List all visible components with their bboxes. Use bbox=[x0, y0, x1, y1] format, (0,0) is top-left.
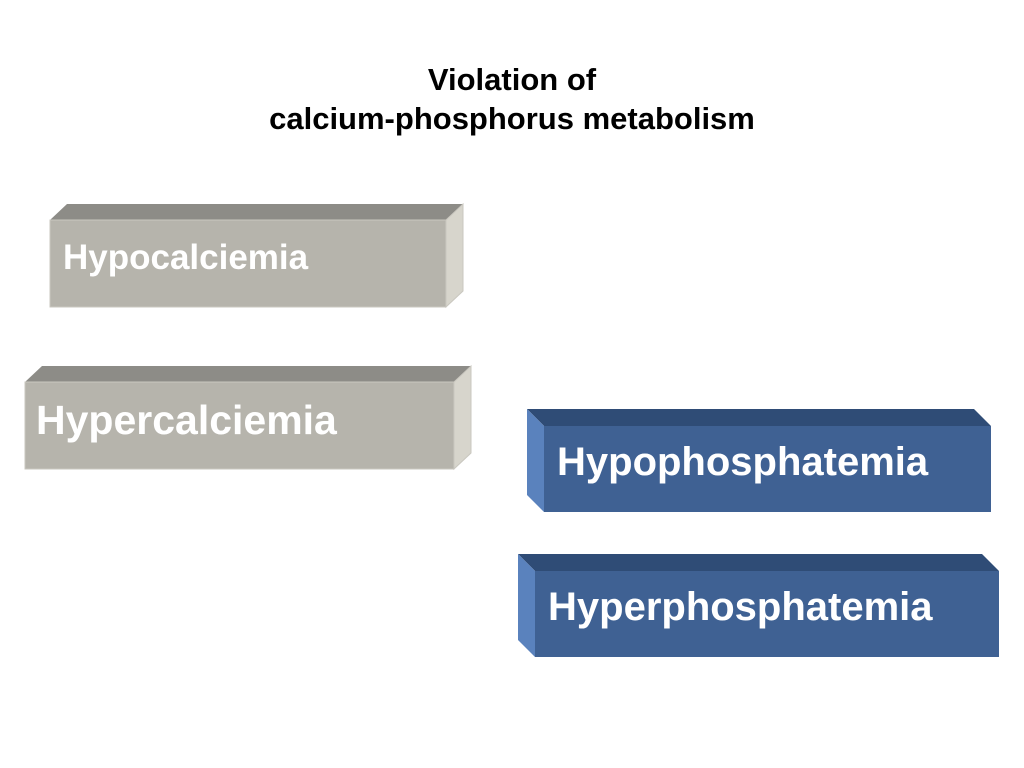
hypercalciemia-label: Hypercalciemia bbox=[36, 397, 337, 443]
hypocalciemia-block-shape bbox=[49, 202, 464, 309]
block-top-face bbox=[518, 554, 999, 571]
hyperphosphatemia-block-shape bbox=[518, 554, 999, 657]
block-top-face bbox=[527, 409, 991, 426]
hypercalciemia-block-shape bbox=[24, 364, 472, 471]
block-side-face bbox=[453, 364, 472, 471]
hypocalciemia-label: Hypocalciemia bbox=[63, 238, 309, 277]
hypophosphatemia-label: Hypophosphatemia bbox=[557, 440, 929, 484]
hypophosphatemia-block-shape bbox=[527, 409, 991, 512]
hypercalciemia-block: Hypercalciemia bbox=[24, 364, 472, 471]
block-side-face bbox=[518, 554, 535, 657]
title-line-1: Violation of bbox=[427, 62, 597, 97]
hypophosphatemia-block: Hypophosphatemia bbox=[527, 409, 991, 512]
title-line-2: calcium-phosphorus metabolism bbox=[269, 101, 755, 136]
block-front-face bbox=[535, 571, 999, 657]
hyperphosphatemia-label: Hyperphosphatemia bbox=[548, 585, 933, 629]
hyperphosphatemia-block: Hyperphosphatemia bbox=[518, 554, 999, 657]
block-front-face bbox=[544, 426, 991, 512]
block-top-face bbox=[25, 366, 471, 382]
hypocalciemia-block: Hypocalciemia bbox=[49, 202, 464, 309]
block-side-face bbox=[527, 409, 544, 512]
block-top-face bbox=[50, 204, 463, 220]
slide-title: Violation of calcium-phosphorus metaboli… bbox=[0, 60, 1024, 138]
block-side-face bbox=[445, 202, 464, 309]
